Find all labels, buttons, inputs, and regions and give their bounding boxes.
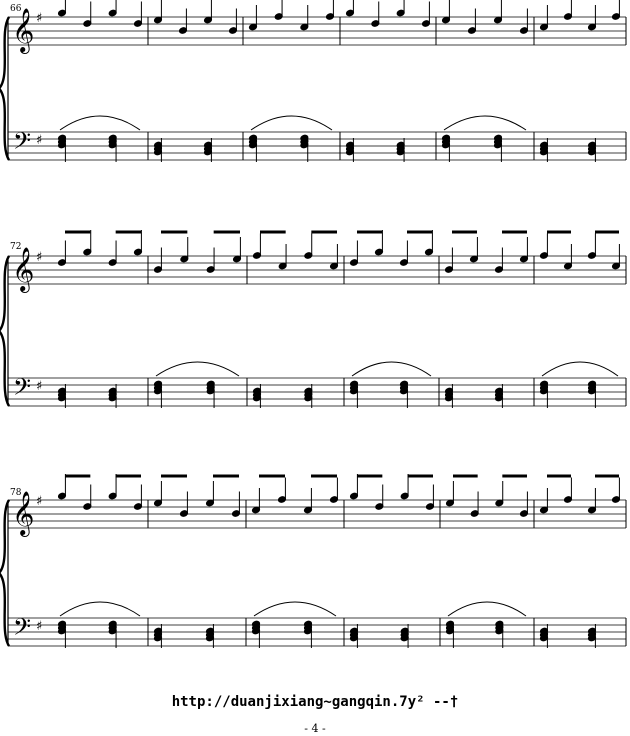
treble-clef: 𝄞 [12, 8, 34, 54]
slur [59, 601, 141, 617]
key-signature-sharp: ♯ [36, 133, 42, 148]
system-brace [0, 499, 11, 647]
key-signature-sharp: ♯ [36, 494, 42, 509]
slur [59, 115, 141, 131]
measure-number-system-3: 78 [10, 488, 22, 498]
system-brace [0, 16, 11, 161]
slur [351, 361, 432, 377]
bass-clef: 𝄢 [13, 127, 31, 160]
key-signature-sharp: ♯ [36, 379, 42, 394]
key-signature-sharp: ♯ [36, 250, 42, 265]
key-signature-sharp: ♯ [36, 11, 42, 26]
bass-clef: 𝄢 [13, 373, 31, 406]
slur [250, 115, 333, 131]
slur [443, 115, 527, 131]
treble-clef: 𝄞 [12, 491, 34, 537]
footer-url: http://duanjixiang~gangqin.7y² --† [171, 694, 459, 710]
slur [541, 361, 619, 377]
slur [253, 601, 337, 617]
measure-number-system-2: 72 [10, 242, 22, 252]
treble-clef: 𝄞 [12, 247, 34, 293]
bass-clef: 𝄢 [13, 613, 31, 646]
system-brace [0, 255, 11, 407]
slur [447, 601, 527, 617]
key-signature-sharp: ♯ [36, 619, 42, 634]
page-number: - 4 - [304, 722, 326, 735]
measure-number-system-1: 66 [10, 4, 22, 14]
slur [155, 361, 240, 377]
